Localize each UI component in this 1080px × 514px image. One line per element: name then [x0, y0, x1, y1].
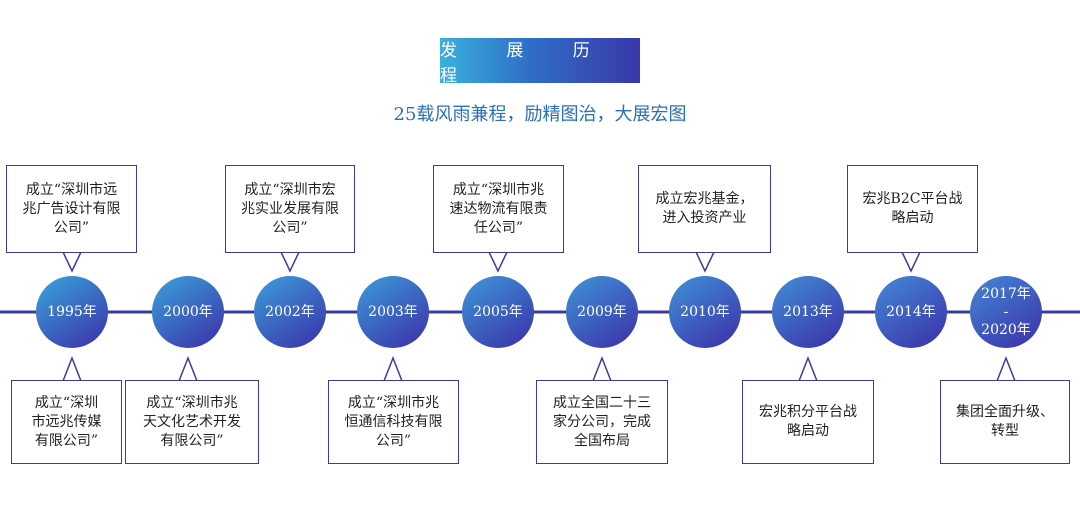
bottom-event-text: 宏兆积分平台战 略启动: [759, 404, 857, 439]
timeline-node: 2013年: [772, 276, 844, 348]
bottom-event-text: 成立全国二十三 家分公司，完成 全国布局: [553, 394, 651, 449]
bottom-event-box: 成立“深圳市兆 天文化艺术开发 有限公司”: [125, 380, 259, 464]
timeline-node-year: 2003年: [368, 304, 418, 320]
timeline-node-year: 2014年: [886, 304, 936, 320]
top-event-pointer: [62, 251, 82, 273]
top-event-text: 宏兆B2C平台战 略启动: [862, 191, 963, 226]
bottom-event-text: 成立“深圳市兆 天文化艺术开发 有限公司”: [143, 394, 241, 449]
bottom-event-pointer: [178, 355, 198, 382]
timeline-node: 2010年: [669, 276, 741, 348]
bottom-event-box: 宏兆积分平台战 略启动: [742, 380, 874, 464]
top-event-pointer: [901, 251, 921, 273]
top-event-box: 宏兆B2C平台战 略启动: [847, 165, 978, 253]
timeline-node-year: 2002年: [265, 304, 315, 320]
top-event-box: 成立“深圳市兆 速达物流有限责 任公司”: [433, 165, 564, 253]
timeline-node-year: 2017年 - 2020年: [981, 286, 1031, 338]
top-event-box: 成立宏兆基金， 进入投资产业: [638, 165, 771, 253]
bottom-event-pointer: [383, 355, 403, 382]
bottom-event-pointer: [62, 355, 82, 382]
page-subtitle: 25载风雨兼程，励精图治，大展宏图: [393, 104, 687, 125]
top-event-pointer: [695, 251, 715, 273]
top-event-box: 成立“深圳市宏 兆实业发展有限 公司”: [225, 165, 355, 253]
bottom-event-pointer: [996, 355, 1016, 382]
timeline-node-year: 2000年: [163, 304, 213, 320]
top-event-text: 成立“深圳市宏 兆实业发展有限 公司”: [241, 181, 339, 236]
timeline-node: 1995年: [36, 276, 108, 348]
bottom-event-pointer: [592, 355, 612, 382]
bottom-event-box: 成立“深圳市兆 恒通信科技有限 公司”: [328, 380, 459, 464]
timeline-node: 2017年 - 2020年: [970, 276, 1042, 348]
bottom-event-box: 集团全面升级、 转型: [940, 380, 1070, 464]
bottom-event-text: 成立“深圳 市远兆传媒 有限公司”: [31, 394, 102, 449]
header-badge: 发 展 历 程: [440, 38, 640, 86]
top-event-pointer: [488, 251, 508, 273]
timeline-node: 2005年: [462, 276, 534, 348]
page-title: 发 展 历 程: [440, 40, 612, 86]
bottom-event-text: 成立“深圳市兆 恒通信科技有限 公司”: [344, 394, 443, 449]
bottom-event-box: 成立全国二十三 家分公司，完成 全国布局: [536, 380, 668, 464]
timeline-node: 2000年: [152, 276, 224, 348]
bottom-event-box: 成立“深圳 市远兆传媒 有限公司”: [11, 380, 122, 464]
top-event-pointer: [280, 251, 300, 273]
timeline-node: 2014年: [875, 276, 947, 348]
timeline-node-year: 1995年: [47, 304, 97, 320]
top-event-text: 成立“深圳市远 兆广告设计有限 公司”: [22, 181, 121, 236]
timeline-node-year: 2013年: [783, 304, 833, 320]
timeline-node: 2003年: [357, 276, 429, 348]
top-event-text: 成立宏兆基金， 进入投资产业: [655, 191, 754, 226]
timeline-node-year: 2010年: [680, 304, 730, 320]
top-event-text: 成立“深圳市兆 速达物流有限责 任公司”: [449, 181, 548, 236]
top-event-box: 成立“深圳市远 兆广告设计有限 公司”: [6, 165, 137, 253]
bottom-event-text: 集团全面升级、 转型: [956, 404, 1054, 439]
timeline-node-year: 2009年: [577, 304, 627, 320]
timeline-node: 2002年: [254, 276, 326, 348]
timeline-node-year: 2005年: [473, 304, 523, 320]
bottom-event-pointer: [798, 355, 818, 382]
timeline-node: 2009年: [566, 276, 638, 348]
